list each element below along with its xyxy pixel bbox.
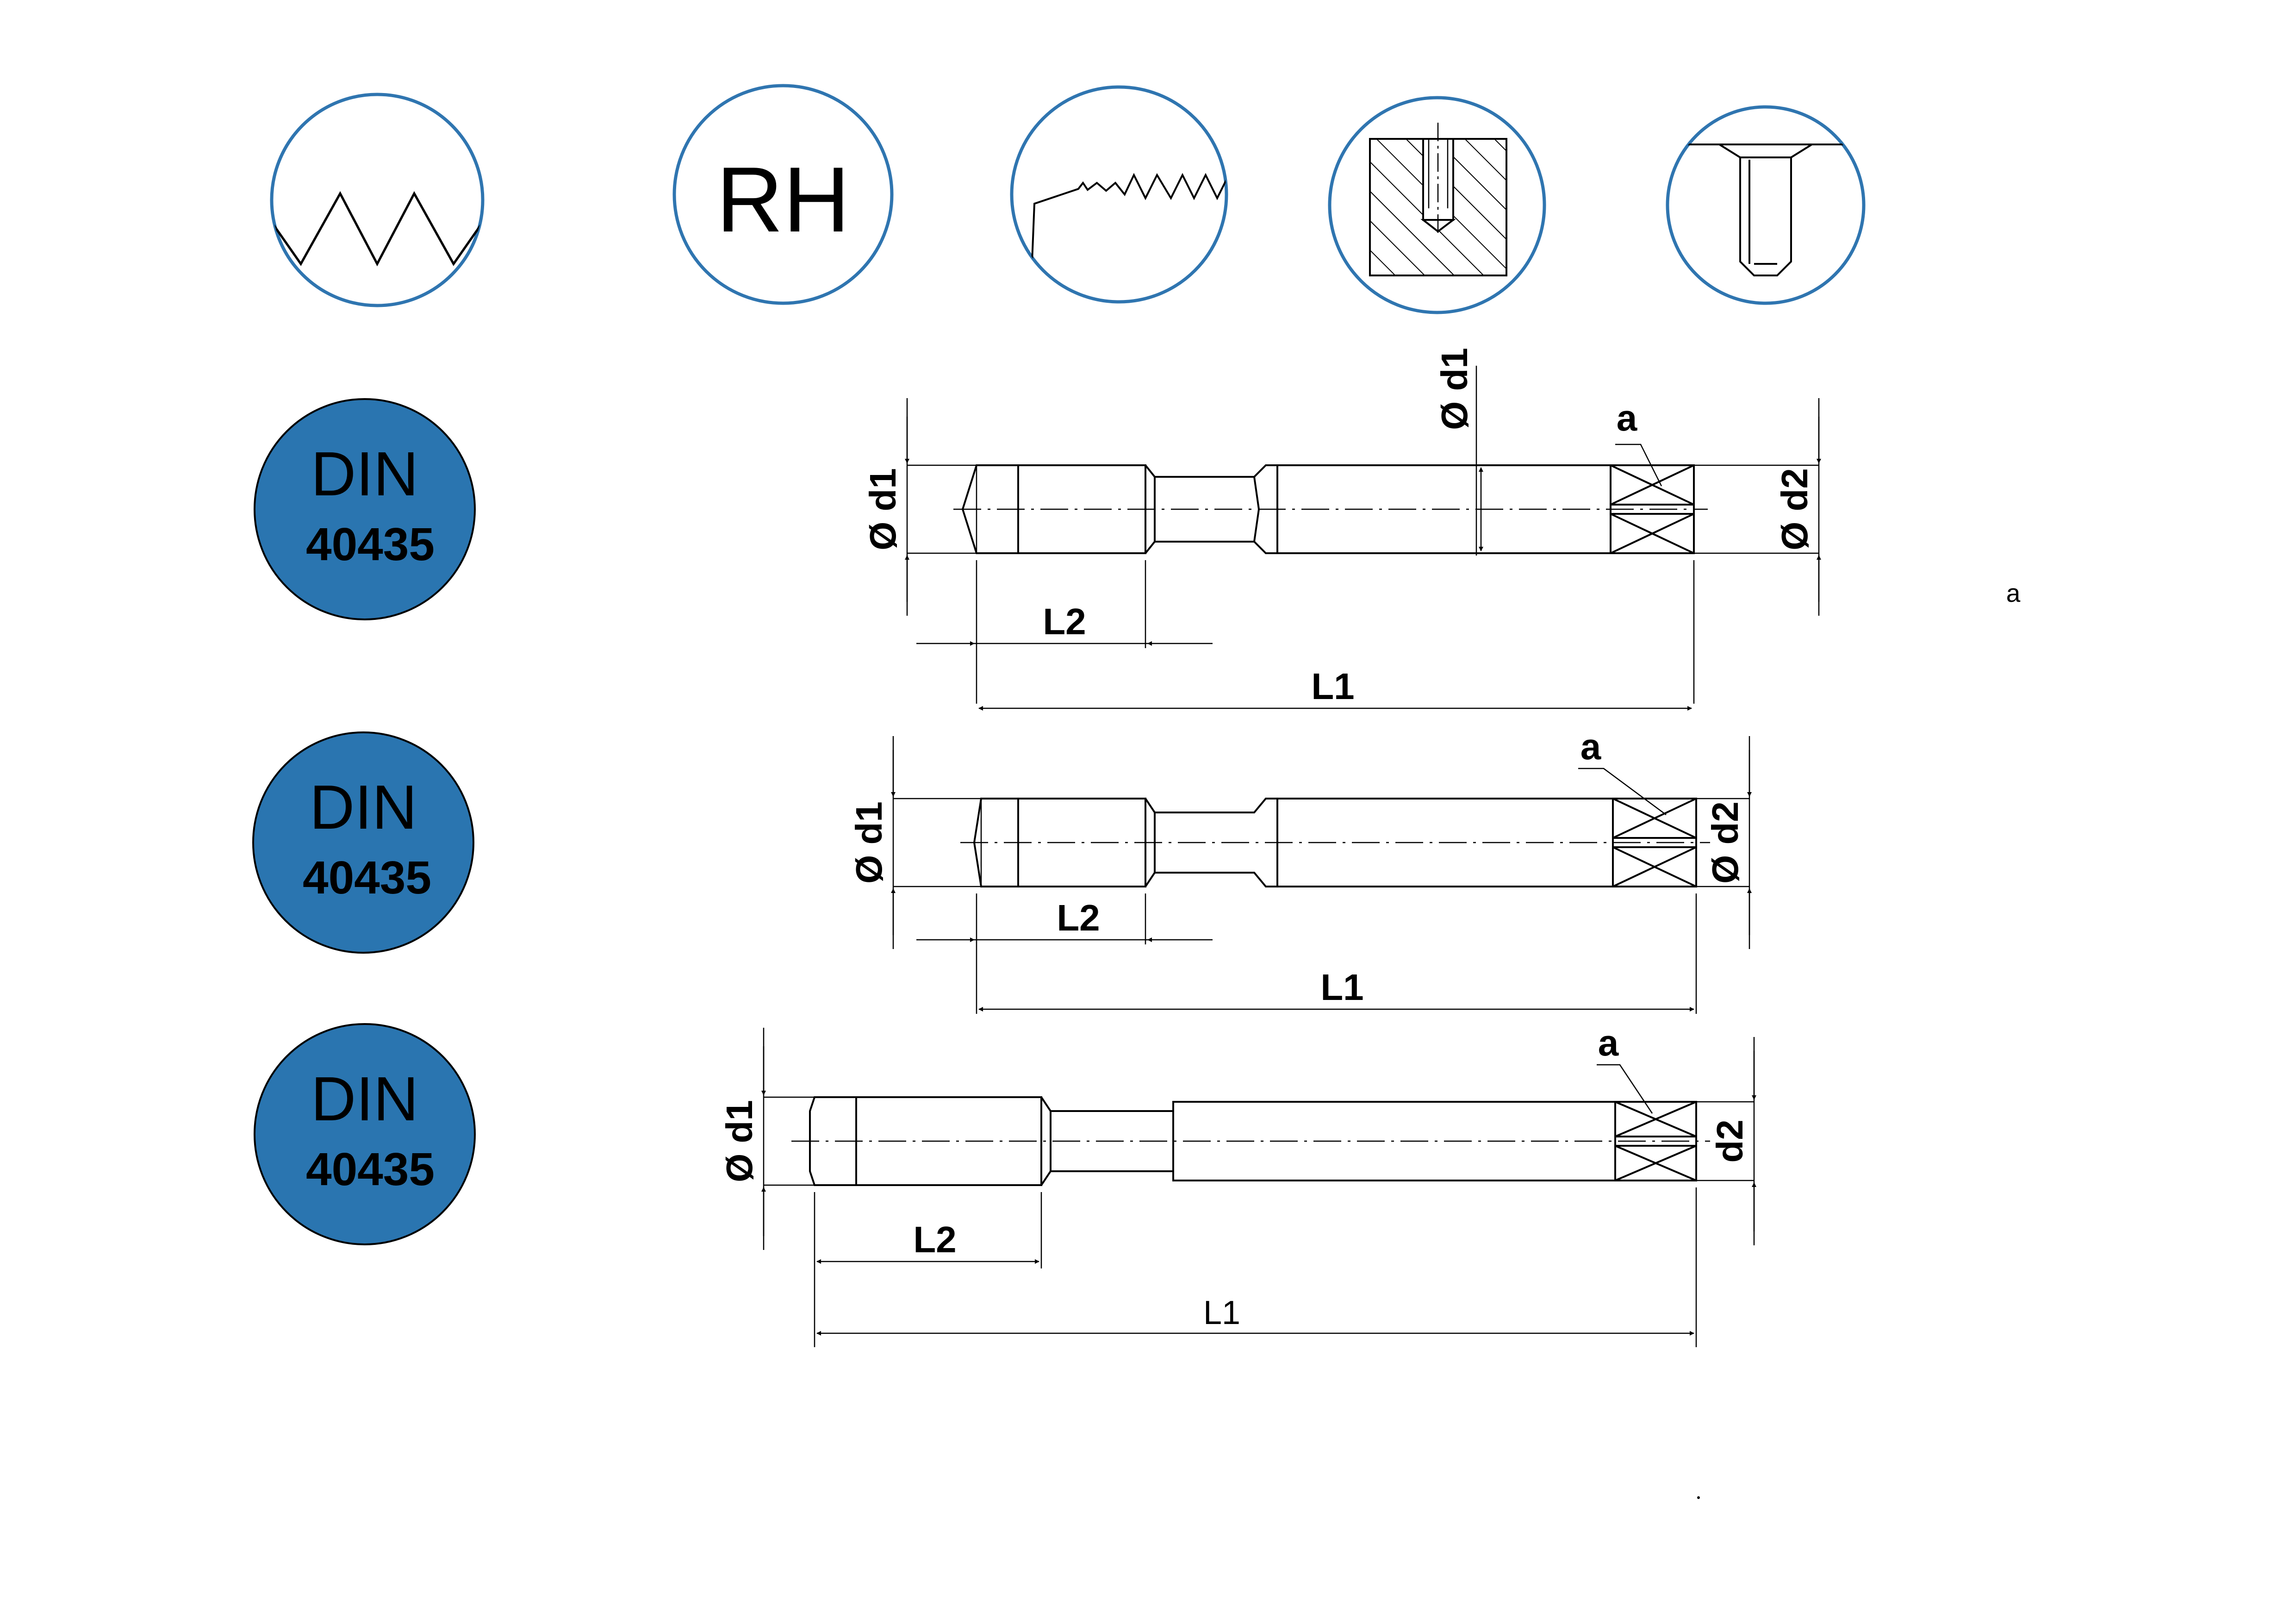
dimension-d1: Ø d1	[862, 468, 903, 550]
dimension-d2: Ø d2	[1774, 468, 1815, 550]
chamfer-profile-icon	[1010, 85, 1228, 304]
dimension-d1: Ø d1	[848, 801, 890, 884]
din-badge-number: 40435	[303, 852, 431, 904]
dimension-l1: L1	[1311, 666, 1354, 707]
dimension-l2: L2	[1057, 897, 1100, 938]
through-hole-icon	[1666, 105, 1866, 305]
stray-dot	[1697, 1496, 1700, 1499]
right-hand-label: RH	[716, 148, 850, 251]
din-badge-2: DIN 40435	[252, 731, 474, 954]
thread-profile-icon	[270, 93, 485, 307]
dimension-l2: L2	[913, 1219, 956, 1260]
din-badge-1: DIN 40435	[254, 398, 476, 620]
dimension-d2: Ø d2	[1705, 801, 1746, 884]
din-badge-number: 40435	[306, 1143, 435, 1195]
blind-hole-icon	[1328, 96, 1546, 314]
dimension-l1: L1	[1320, 967, 1363, 1008]
tap-drawing-2: Ø d1 Ø d2 L2 L1 a	[848, 726, 1752, 1014]
square-drive-label: a	[1598, 1022, 1619, 1063]
stray-label-a: a	[2006, 579, 2021, 607]
din-badge-title: DIN	[310, 772, 417, 842]
din-badge-title: DIN	[311, 439, 419, 509]
dimension-d1-top: Ø d1	[1434, 348, 1475, 430]
din-badge-title: DIN	[311, 1064, 419, 1134]
dimension-d1: Ø d1	[719, 1100, 760, 1182]
tap-drawing-3: Ø d1 d2 L2 L1 a	[719, 1022, 1756, 1347]
square-drive-label: a	[1617, 397, 1637, 438]
dimension-l2: L2	[1043, 601, 1086, 642]
dimension-l1: L1	[1203, 1294, 1240, 1331]
din-badge-number: 40435	[306, 518, 435, 570]
right-hand-icon: RH	[672, 84, 894, 305]
square-drive-label: a	[1580, 726, 1601, 767]
tap-drawing-1: Ø d1 Ø d1 Ø d2 L2 L1 a	[862, 348, 1821, 711]
dimension-d2: d2	[1709, 1119, 1750, 1162]
din-badge-3: DIN 40435	[254, 1023, 476, 1245]
